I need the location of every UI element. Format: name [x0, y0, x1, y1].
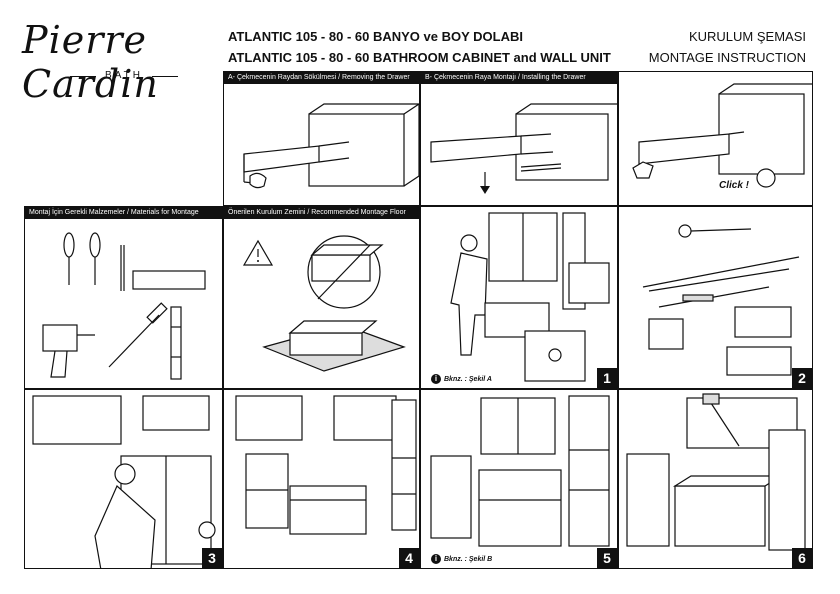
- drawer-click-illustration: [632, 83, 812, 188]
- title-english: ATLANTIC 105 - 80 - 60 BATHROOM CABINET …: [228, 50, 611, 65]
- panel-header: Önerilen Kurulum Zemini / Recommended Mo…: [224, 207, 419, 219]
- panel-header: Montaj İçin Gerekli Malzemeler / Materia…: [25, 207, 222, 219]
- step-number-1: 1: [597, 368, 617, 388]
- drawer-removal-illustration: [243, 103, 419, 189]
- panel-removing-drawer: A- Çekmecenin Raydan Sökülmesi / Removin…: [223, 71, 420, 206]
- step-number-6: 6: [792, 548, 812, 568]
- step-5-illustration: [430, 395, 610, 547]
- panel-header: A- Çekmecenin Raydan Sökülmesi / Removin…: [224, 72, 419, 84]
- logo-subtitle: BATH: [70, 70, 178, 81]
- panel-materials: Montaj İçin Gerekli Malzemeler / Materia…: [24, 206, 223, 389]
- drawer-install-illustration: [430, 103, 617, 194]
- step-number-3: 3: [202, 548, 222, 568]
- step-4-illustration: [235, 395, 417, 535]
- step-6-illustration: [626, 393, 806, 551]
- step-number-4: 4: [399, 548, 419, 568]
- see-figure-b-text: Bknz. : Şekil B: [444, 556, 493, 563]
- step-1-illustration: [450, 212, 610, 382]
- panel-step-2: 2: [618, 206, 813, 389]
- click-label: Click !: [719, 180, 750, 191]
- panel-step-3: 3: [24, 389, 223, 569]
- step-number-5: 5: [597, 548, 617, 568]
- logo-script: Pierre Cardin: [22, 18, 159, 106]
- doc-type-english: MONTAGE INSTRUCTION: [648, 50, 806, 65]
- panel-step-4: 4: [223, 389, 420, 569]
- panel-header: B- Çekmecenin Raya Montajı / Installing …: [421, 72, 617, 84]
- info-icon: i: [431, 374, 441, 384]
- see-figure-a-text: Bknz. : Şekil A: [444, 376, 492, 383]
- info-icon: i: [431, 554, 441, 564]
- floor-illustration: [242, 235, 406, 372]
- title-turkish: ATLANTIC 105 - 80 - 60 BANYO ve BOY DOLA…: [228, 29, 523, 44]
- panel-drawer-click: Click !: [618, 71, 813, 206]
- step-3-illustration: [32, 395, 216, 568]
- doc-type-turkish: KURULUM ŞEMASI: [688, 29, 806, 44]
- step-2-illustration: [642, 224, 800, 376]
- brand-logo: Pierre Cardin BATH: [22, 18, 222, 106]
- materials-illustration: [42, 232, 206, 380]
- step-number-2: 2: [792, 368, 812, 388]
- panel-recommended-floor: Önerilen Kurulum Zemini / Recommended Mo…: [223, 206, 420, 389]
- panel-step-6: 6: [618, 389, 813, 569]
- panel-installing-drawer: B- Çekmecenin Raya Montajı / Installing …: [420, 71, 618, 206]
